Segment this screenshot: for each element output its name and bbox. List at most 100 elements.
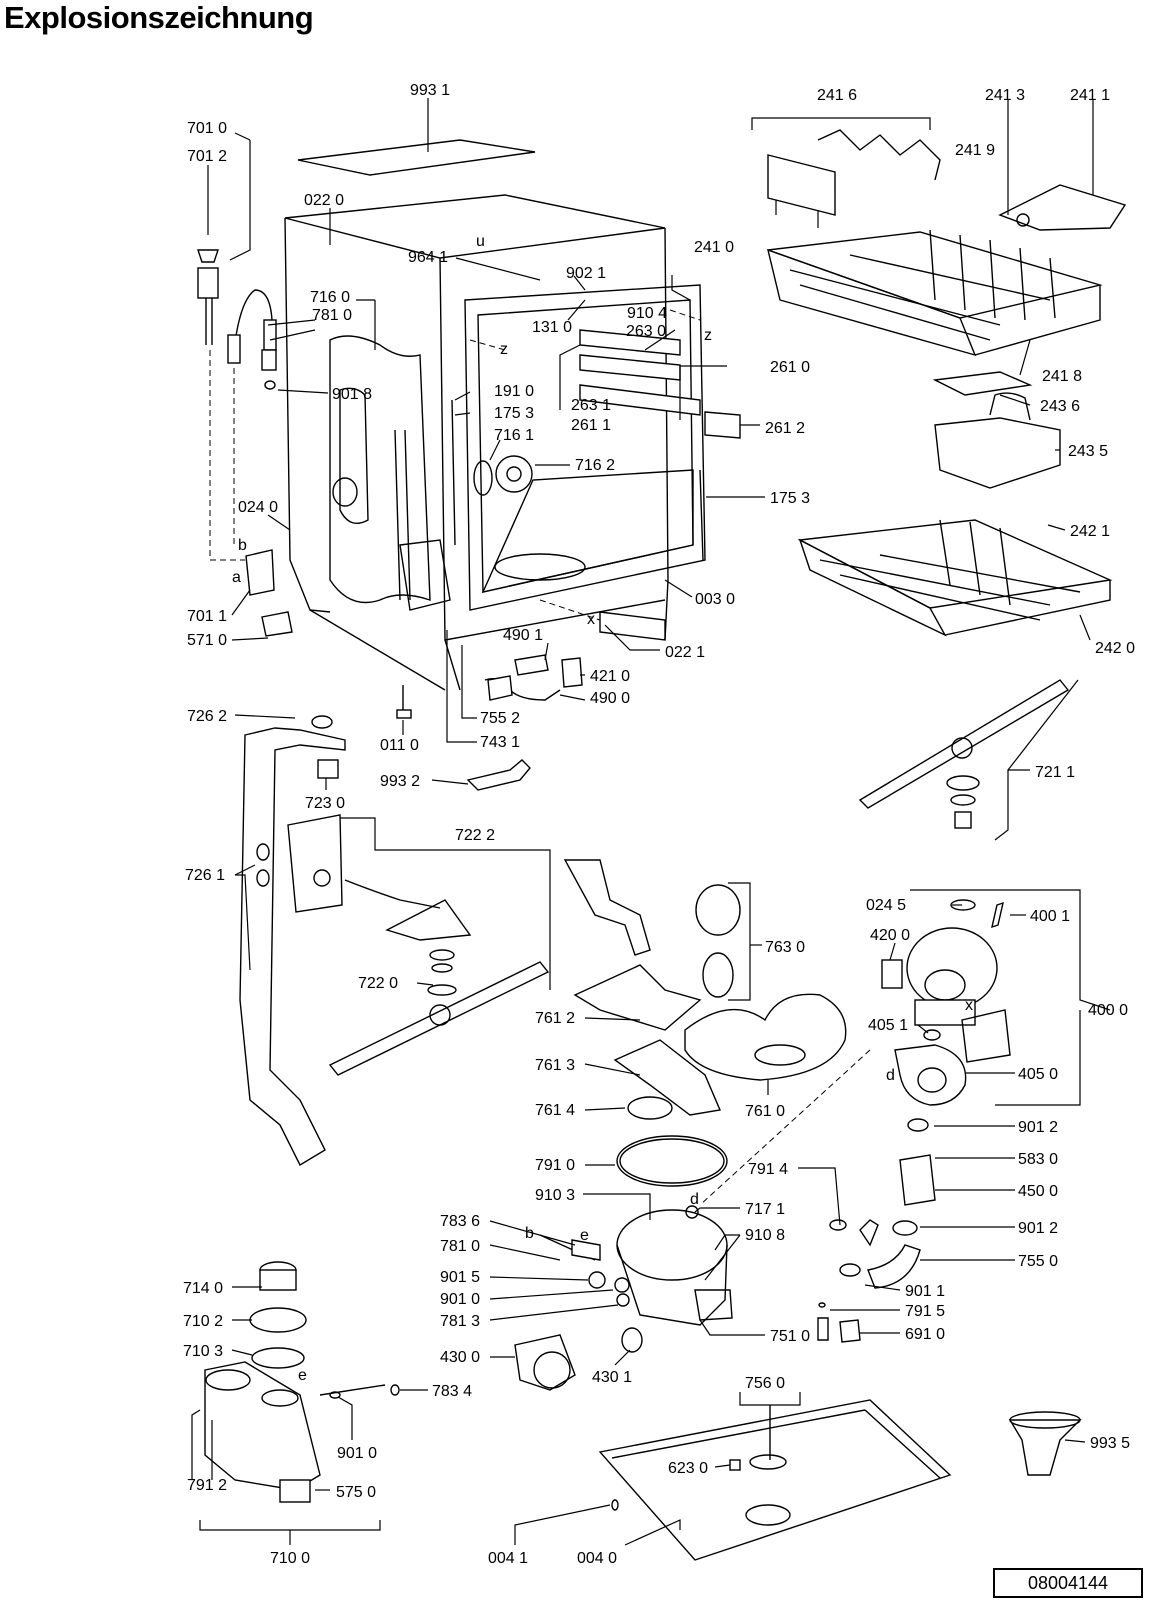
label-2410: 241 0: [694, 239, 734, 256]
label-2421: 242 1: [1070, 523, 1110, 540]
label-9108: 910 8: [745, 1227, 785, 1244]
upper-basket: [767, 229, 1103, 357]
rack-rail-detail: [767, 129, 1127, 231]
label-9010b: 901 0: [337, 1445, 377, 1462]
label-0245: 024 5: [866, 897, 906, 914]
label-9935: 993 5: [1090, 1435, 1130, 1452]
label-4500: 450 0: [1018, 1183, 1058, 1200]
label-7261: 726 1: [185, 867, 225, 884]
upper-spray-arm: [858, 679, 1070, 829]
label-5710: 571 0: [187, 632, 227, 649]
label-4901: 490 1: [503, 627, 543, 644]
label-2630: 263 0: [626, 323, 666, 340]
label-6910: 691 0: [905, 1326, 945, 1343]
label-6230: 623 0: [668, 1460, 708, 1477]
wrench: [466, 759, 531, 791]
label-7012: 701 2: [187, 148, 227, 165]
label-7810: 781 0: [312, 307, 352, 324]
label-7140: 714 0: [183, 1280, 223, 1297]
label-9018: 901 8: [332, 386, 372, 403]
marker-d-sump: d: [690, 1191, 699, 1208]
marker-e-softener: e: [298, 1367, 307, 1384]
label-2419: 241 9: [955, 142, 995, 159]
document-number: 08004144: [993, 1568, 1143, 1598]
label-1910: 191 0: [494, 383, 534, 400]
inlet-hoses: [197, 249, 293, 637]
label-7910: 791 0: [535, 1157, 575, 1174]
label-2611: 261 1: [571, 417, 611, 434]
label-0030: 003 0: [695, 591, 735, 608]
label-9932: 993 2: [380, 773, 420, 790]
label-7834: 783 4: [432, 1383, 472, 1400]
label-4200: 420 0: [870, 927, 910, 944]
base-tray: [598, 1399, 952, 1561]
label-7510: 751 0: [770, 1328, 810, 1345]
label-7610: 761 0: [745, 1103, 785, 1120]
label-9104: 910 4: [627, 305, 667, 322]
lower-spray-arm: [328, 879, 550, 1076]
label-5830: 583 0: [1018, 1151, 1058, 1168]
letter-markers: b a z z u x x d d e b e: [232, 233, 973, 1384]
marker-x-tub: x: [587, 611, 595, 628]
label-4001: 400 1: [1030, 908, 1070, 925]
label-7612: 761 2: [535, 1010, 575, 1027]
label-7222: 722 2: [455, 827, 495, 844]
label-9015: 901 5: [440, 1269, 480, 1286]
label-7160: 716 0: [310, 289, 350, 306]
label-9012b: 901 2: [1018, 1220, 1058, 1237]
label-2418: 241 8: [1042, 368, 1082, 385]
label-0041: 004 1: [488, 1550, 528, 1567]
label-0040: 004 0: [577, 1550, 617, 1567]
part-labels: 993 1 241 6 241 3 241 1 701 0 701 2 241 …: [183, 82, 1135, 1567]
label-7010: 701 0: [187, 120, 227, 137]
label-7103: 710 3: [183, 1343, 223, 1360]
label-2411: 241 1: [1070, 87, 1110, 104]
foot-screw: [396, 685, 412, 719]
label-2413: 241 3: [985, 87, 1025, 104]
cabinet-tub: [284, 98, 741, 691]
label-7836: 783 6: [440, 1213, 480, 1230]
label-7550: 755 0: [1018, 1253, 1058, 1270]
label-7431: 743 1: [480, 734, 520, 751]
label-7912: 791 2: [187, 1477, 227, 1494]
label-2435: 243 5: [1068, 443, 1108, 460]
marker-z-right: z: [704, 327, 712, 344]
label-4050: 405 0: [1018, 1066, 1058, 1083]
leader-lines: [191, 100, 1111, 1546]
marker-x-pump: x: [965, 997, 973, 1014]
lower-basket: [797, 519, 1113, 637]
circulation-pump: [699, 899, 1011, 1343]
fittings-left: [514, 1234, 643, 1391]
label-7262: 726 2: [187, 708, 227, 725]
label-0240: 024 0: [238, 499, 278, 516]
label-4301: 430 1: [592, 1369, 632, 1386]
label-4051: 405 1: [868, 1017, 908, 1034]
label-2610: 261 0: [770, 359, 810, 376]
distribution-pipe: [239, 715, 346, 1166]
label-7613: 761 3: [535, 1057, 575, 1074]
label-7220: 722 0: [358, 975, 398, 992]
label-4000: 400 0: [1088, 1002, 1128, 1019]
label-1310: 131 0: [532, 319, 572, 336]
label-9021: 902 1: [566, 265, 606, 282]
label-7914: 791 4: [748, 1161, 788, 1178]
label-0221: 022 1: [665, 644, 705, 661]
page-title: Explosionszeichnung: [4, 0, 314, 35]
label-4900: 490 0: [590, 690, 630, 707]
label-9931: 993 1: [410, 82, 450, 99]
label-4210: 421 0: [590, 668, 630, 685]
label-1753b: 175 3: [770, 490, 810, 507]
label-7161: 716 1: [494, 427, 534, 444]
label-9103: 910 3: [535, 1187, 575, 1204]
label-7171: 717 1: [745, 1201, 785, 1218]
label-7162: 716 2: [575, 457, 615, 474]
label-7813: 781 3: [440, 1313, 480, 1330]
label-7011: 701 1: [187, 608, 227, 625]
label-4300: 430 0: [440, 1349, 480, 1366]
marker-b-sump: b: [525, 1225, 534, 1242]
cover-strip-part: [297, 139, 536, 176]
label-9641: 964 1: [408, 249, 448, 266]
sump-assembly: [563, 859, 847, 1326]
label-7230: 723 0: [305, 795, 345, 812]
